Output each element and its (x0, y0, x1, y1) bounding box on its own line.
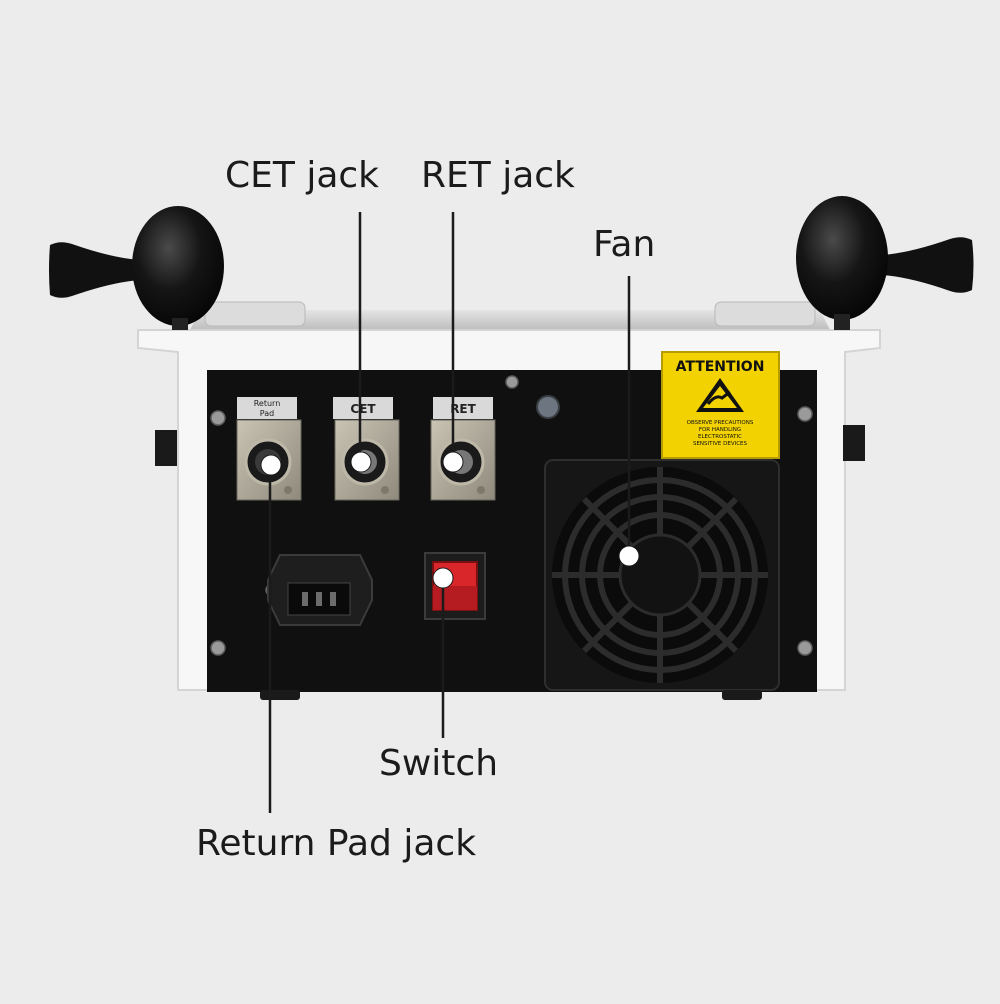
cet-plate-label: CET (350, 402, 376, 416)
return-pad-dot (260, 454, 282, 476)
fan-dot (618, 545, 640, 567)
left-handle-knob (49, 206, 224, 330)
callout-return-pad-jack: Return Pad jack (196, 823, 477, 864)
sticker-line1: OBSERVE PRECAUTIONS (687, 420, 754, 426)
sticker-title: ATTENTION (676, 359, 765, 375)
return-pad-plate-line2: Pad (260, 409, 274, 418)
callout-leaders (268, 212, 631, 813)
ret-dot (442, 451, 464, 473)
indicator-button (536, 395, 560, 419)
callout-cet-jack: CET jack (225, 155, 380, 196)
device-top (190, 301, 830, 330)
right-handle-knob (796, 196, 974, 330)
callout-fan: Fan (593, 224, 656, 265)
cet-dot (350, 451, 372, 473)
power-switch (424, 552, 486, 620)
sticker-line4: SENSITIVE DEVICES (693, 441, 748, 447)
jack-label-plates: Return Pad CET RET (237, 397, 493, 419)
attention-sticker: ATTENTION OBSERVE PRECAUTIONS FOR HANDLI… (661, 351, 780, 459)
power-inlet (267, 554, 373, 626)
sticker-line3: ELECTROSTATIC (698, 434, 742, 440)
callout-ret-jack: RET jack (421, 155, 575, 196)
sticker-line2: FOR HANDLING (699, 427, 741, 433)
return-pad-plate-line1: Return (254, 399, 281, 408)
switch-dot (432, 567, 454, 589)
ret-plate-label: RET (450, 402, 476, 416)
callout-dots (260, 451, 640, 589)
fan-grille (544, 459, 780, 691)
callout-switch: Switch (379, 743, 499, 784)
